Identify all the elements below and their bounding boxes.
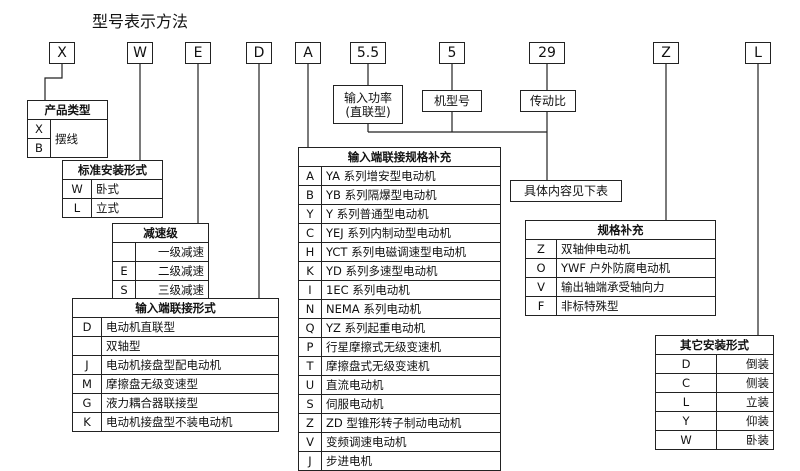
code-box-reduction: E (185, 42, 211, 64)
page-title: 型号表示方法 (92, 12, 189, 31)
code-box-input-spec: A (295, 42, 321, 64)
std-mount-table: 标准安装形式 W 卧式 L 立式 (62, 160, 163, 218)
table-row: E 二级减速 (112, 261, 209, 281)
table-row: L 立式 (62, 198, 163, 218)
code-box-ratio: 29 (529, 42, 565, 64)
table-row: 双轴型 (72, 336, 279, 356)
connector-lines (44, 64, 759, 335)
product-type-table: 产品类型 X 摆线 B (27, 100, 108, 158)
label-ratio: 传动比 (520, 90, 576, 112)
table-row: S 三级减速 (112, 280, 209, 300)
label-power: 输入功率 (直联型) (333, 85, 403, 124)
reduction-table: 减速级 一级减速 E 二级减速 S 三级减速 (112, 223, 209, 300)
label-frame: 机型号 (422, 90, 482, 112)
code-box-spec-supp: Z (653, 42, 679, 64)
code-box-power: 5.5 (350, 42, 386, 64)
table-row: B (27, 138, 108, 158)
code-box-other-mount: L (745, 42, 771, 64)
table-row: X 摆线 (27, 119, 108, 158)
code-box-product-type: X (49, 42, 75, 64)
table-row: 一级减速 (112, 242, 209, 262)
label-see-table: 具体内容见下表 (510, 180, 622, 202)
table-header: 产品类型 (27, 100, 108, 120)
code-box-std-mount: W (127, 42, 153, 64)
code-box-input-conn: D (246, 42, 272, 64)
code-box-frame: 5 (439, 42, 465, 64)
table-row: W 卧式 (62, 179, 163, 199)
